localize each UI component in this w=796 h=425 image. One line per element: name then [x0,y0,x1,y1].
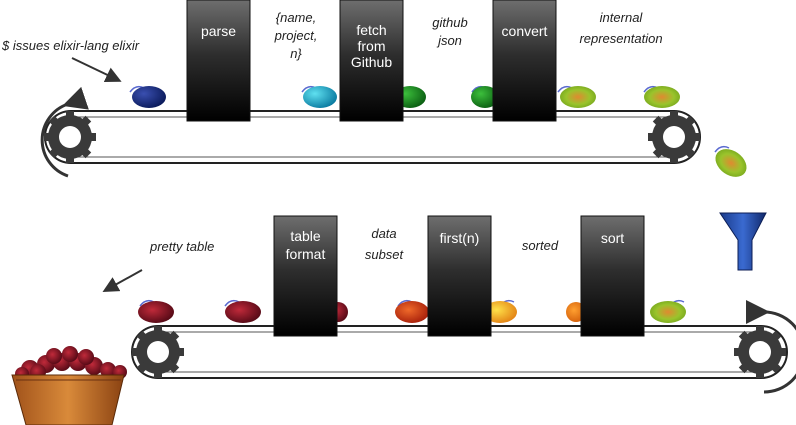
data-item [129,85,166,108]
data-item [301,85,337,108]
stage-box-convert: convert [492,0,557,122]
top-annotation-label: {name,project,n} [274,10,318,61]
gear-icon [648,111,700,163]
data-item [650,299,686,323]
data-item [138,299,174,323]
bottom-rotation-arrow-icon [745,299,796,394]
basket-icon [11,346,127,425]
data-item [557,85,596,108]
gear-icon [44,111,96,163]
command-label: $ issues elixir-lang elixir [1,38,140,53]
bottom-annotation-label: sorted [522,238,559,253]
output-label: pretty table [149,239,214,254]
data-item [643,85,680,108]
top-rotation-arrow-icon [40,86,89,178]
stage-box-sort: sort [580,215,645,337]
stage-box-first-n: first(n) [427,215,492,337]
arrow-icon [71,57,122,83]
stage-label: sort [601,230,624,246]
falling-data-item [714,145,747,177]
arrow-icon [102,269,143,292]
data-item [395,299,429,323]
data-item [224,299,261,323]
gear-icon [132,326,184,378]
stage-label: convert [502,23,548,39]
funnel-icon [719,212,767,271]
stage-label: first(n) [440,230,480,246]
gear-icon [734,326,786,378]
data-item [471,85,499,108]
stage-box-parse: parse [186,0,251,122]
stage-label: parse [201,23,236,39]
